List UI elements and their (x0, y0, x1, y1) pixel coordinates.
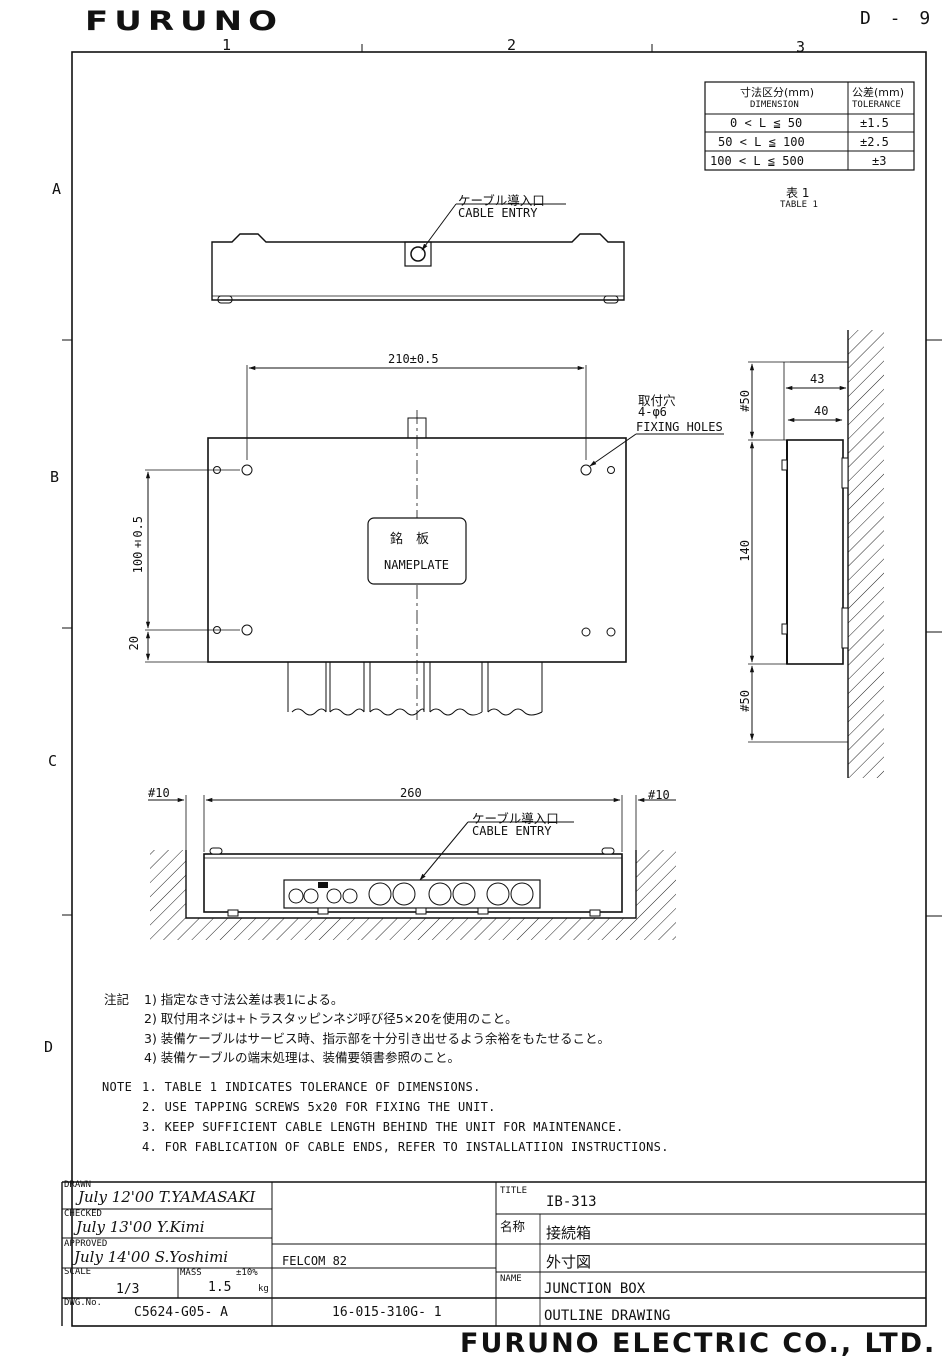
grid-col-2: 2 (507, 36, 517, 54)
name-jp-1: 接続箱 (546, 1224, 592, 1242)
table-row-dim: 50 < L ≦ 100 (718, 135, 805, 149)
table-head-dimension: DIMENSION (750, 100, 799, 110)
approved-label: APPROVED (64, 1239, 108, 1249)
company-name: FURUNO ELECTRIC CO., LTD. (460, 1328, 937, 1359)
note-en-item: 3. KEEP SUFFICIENT CABLE LENGTH BEHIND T… (142, 1120, 624, 1134)
dim-hole-vspan: 100±0.5 (131, 516, 145, 574)
dim-hole-span: 210±0.5 (388, 352, 439, 366)
fixing-holes-count: 4-φ6 (638, 405, 667, 419)
reference-number: 16-015-310G- 1 (332, 1305, 442, 1320)
note-jp-item: 4) 装備ケーブルの端末処理は、装備要領書参照のこと。 (144, 1050, 461, 1065)
grid-row-b: B (50, 468, 60, 486)
table-caption-jp: 表 1 (786, 186, 810, 200)
dim-bottom-10-left: #10 (148, 786, 170, 800)
note-jp-item: 1) 指定なき寸法公差は表1による。 (144, 992, 344, 1007)
mass-tolerance: ±10% (236, 1268, 258, 1278)
name-label: NAME (500, 1274, 522, 1284)
note-jp-item: 2) 取付用ネジは+トラスタッピンネジ呼び径5×20を使用のこと。 (144, 1011, 518, 1026)
name-jp-label: 名称 (500, 1219, 526, 1234)
note-jp-item: 3) 装備ケーブルはサービス時、指示部を十分引き出せるよう余裕をもたせること。 (144, 1031, 611, 1046)
table-row-tol: ±3 (872, 154, 887, 168)
table-head-dimension-jp: 寸法区分(mm) (740, 86, 815, 99)
table-row-tol: ±2.5 (860, 135, 889, 149)
scale-label: SCALE (64, 1267, 92, 1277)
dim-bottom-10-right: #10 (648, 788, 670, 802)
grid-col-3: 3 (796, 38, 806, 56)
title-label: TITLE (500, 1186, 528, 1196)
drawing-number: C5624-G05- A (134, 1305, 228, 1320)
product-name: FELCOM 82 (282, 1254, 348, 1268)
name-en-2: OUTLINE DRAWING (544, 1308, 671, 1324)
dim-bottom-260: 260 (400, 786, 422, 800)
table-head-tolerance-jp: 公差(mm) (852, 86, 905, 99)
dim-side-40: 40 (814, 404, 829, 418)
notes-en-label: NOTE (102, 1080, 133, 1094)
cable-entry-label: CABLE ENTRY (458, 206, 538, 220)
dim-side-50-top: #50 (738, 390, 752, 412)
grid-row-a: A (52, 180, 62, 198)
dim-hole-edge: 20 (127, 636, 141, 651)
furuno-logo: FURUNO (85, 6, 283, 38)
page-number: D - 9 (860, 8, 935, 29)
checked-signature: July 13'00 Y.Kimi (76, 1218, 205, 1236)
nameplate-label: NAMEPLATE (384, 558, 450, 572)
nameplate-label-jp: 銘 板 (390, 532, 430, 547)
fixing-holes-label: FIXING HOLES (636, 420, 723, 434)
mass-unit: kg (258, 1284, 269, 1294)
cable-entry-label-jp: ケーブル導入口 (458, 193, 545, 208)
approved-signature: July 14'00 S.Yoshimi (74, 1248, 229, 1266)
note-en-item: 2. USE TAPPING SCREWS 5x20 FOR FIXING TH… (142, 1100, 496, 1114)
note-en-item: 4. FOR FABLICATION OF CABLE ENDS, REFER … (142, 1140, 669, 1154)
dim-side-43: 43 (810, 372, 825, 386)
table-row-dim: 0 < L ≦ 50 (730, 116, 803, 130)
notes-jp-label: 注記 (104, 992, 130, 1007)
dim-side-50-bottom: #50 (738, 690, 752, 712)
grid-row-d: D (44, 1038, 54, 1056)
drawn-signature: July 12'00 T.YAMASAKI (78, 1188, 256, 1206)
note-en-item: 1. TABLE 1 INDICATES TOLERANCE OF DIMENS… (142, 1080, 481, 1094)
table-row-tol: ±1.5 (860, 116, 889, 130)
cable-entry-label-jp: ケーブル導入口 (472, 811, 559, 826)
name-en-1: JUNCTION BOX (544, 1281, 646, 1297)
fixing-holes-label-jp: 取付穴 (638, 393, 676, 408)
mass-value: 1.5 (208, 1280, 232, 1295)
grid-col-1: 1 (222, 36, 232, 54)
grid-row-c: C (48, 752, 58, 770)
cable-entry-label: CABLE ENTRY (472, 824, 552, 838)
name-jp-2: 外寸図 (546, 1253, 592, 1271)
drawing-number-label: DWG.No. (64, 1298, 102, 1308)
title-value: IB-313 (546, 1194, 597, 1210)
table-head-tolerance: TOLERANCE (852, 100, 901, 110)
scale-value: 1/3 (116, 1282, 140, 1297)
table-row-dim: 100 < L ≦ 500 (710, 154, 804, 168)
drawn-label: DRAWN (64, 1180, 92, 1190)
mass-label: MASS (180, 1268, 202, 1278)
table-caption: TABLE 1 (780, 200, 818, 210)
dim-side-140: 140 (738, 540, 752, 562)
checked-label: CHECKED (64, 1209, 102, 1219)
